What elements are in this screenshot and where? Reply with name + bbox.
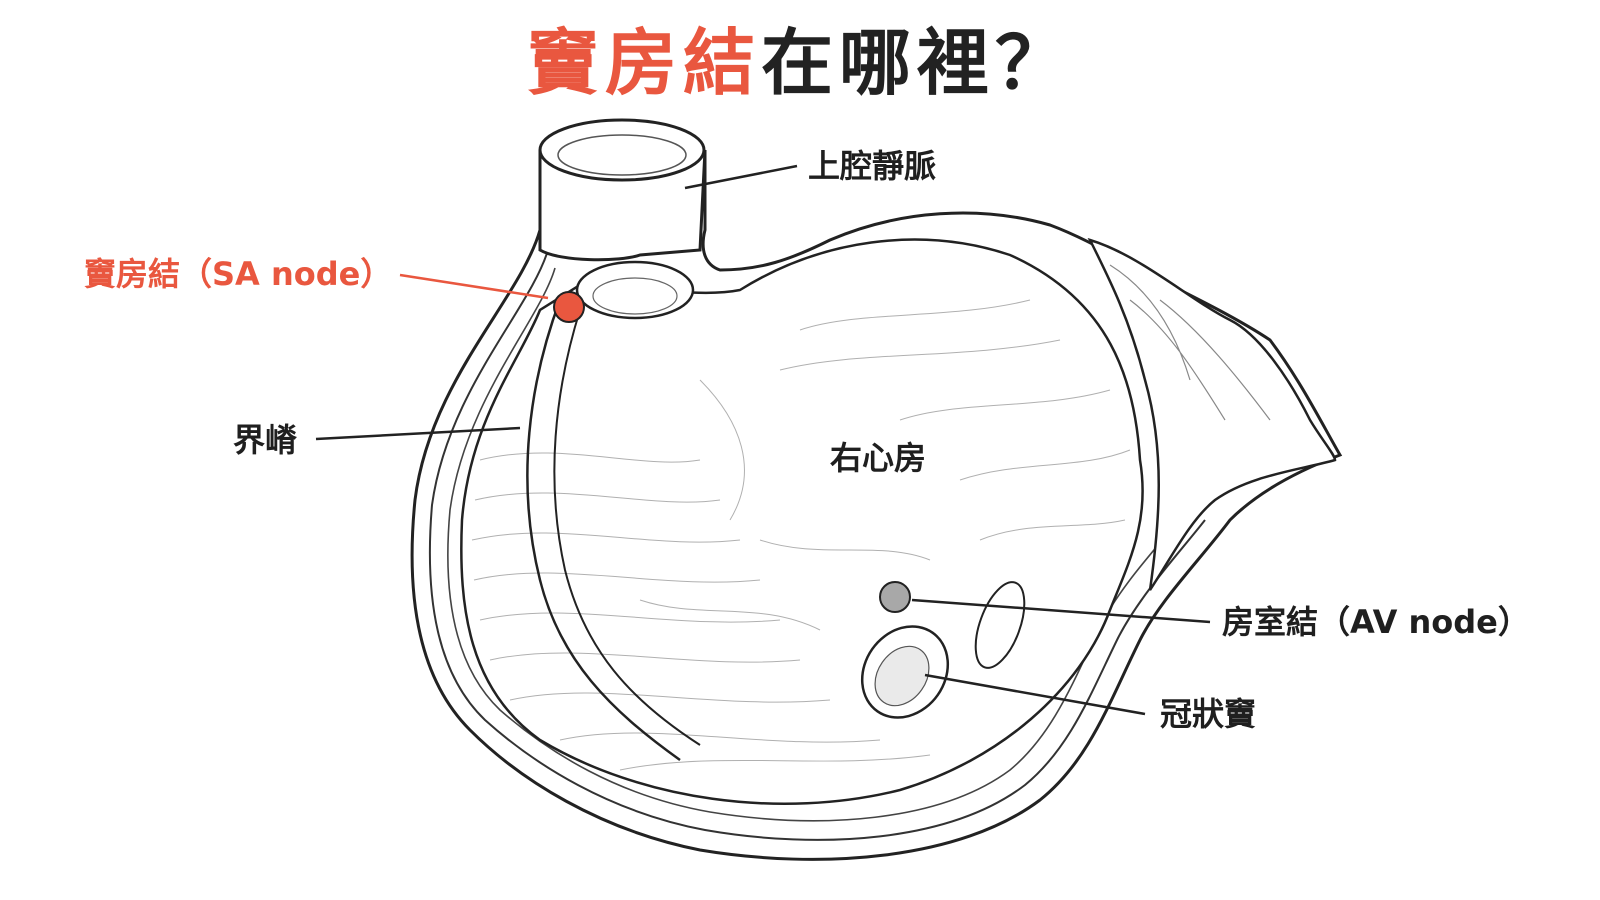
coronary-sinus-label: 冠狀竇 [1160, 695, 1257, 733]
crista-terminalis-ridge [526, 299, 681, 762]
sa-node-marker [553, 291, 585, 323]
svc-leader [684, 164, 798, 190]
av-node-leader [911, 598, 1211, 624]
av-node-marker [879, 581, 911, 613]
right-auricle [1087, 237, 1337, 591]
heart-wall-layer [428, 249, 1206, 841]
right-atrium-chamber [460, 238, 1144, 806]
sa-node-leader [399, 273, 549, 300]
crista-terminalis-label: 界嵴 [233, 421, 298, 459]
coronary-sinus-leader [924, 673, 1146, 716]
sa-node-label: 竇房結（SA node） [84, 255, 393, 293]
svc-label: 上腔靜脈 [808, 147, 937, 185]
title-highlight: 竇房結 [526, 21, 761, 105]
title-rest: 在哪裡？ [761, 21, 1074, 105]
crista-leader [315, 426, 521, 441]
valve-fold [974, 581, 1026, 669]
right-atrium-label: 右心房 [830, 439, 927, 477]
av-node-label: 房室結（AV node） [1222, 603, 1530, 641]
page-title: 竇房結在哪裡？ [0, 18, 1600, 108]
